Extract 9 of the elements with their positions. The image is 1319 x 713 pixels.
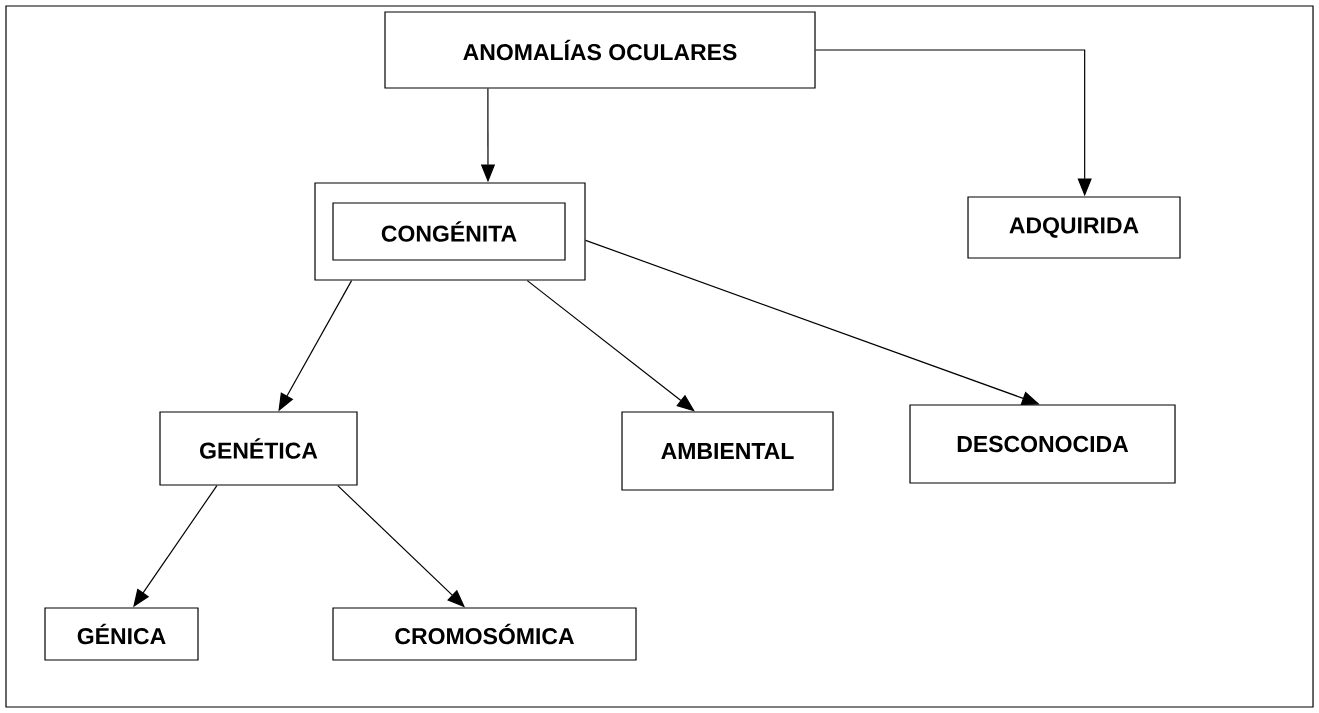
category-box: AMBIENTAL [621, 411, 834, 491]
category-box: CONGÉNITA [332, 202, 566, 261]
category-box: ANOMALÍAS OCULARES [384, 11, 816, 89]
category-box: GÉNICA [44, 607, 199, 661]
category-box: CROMOSÓMICA [332, 607, 637, 661]
category-box: GENÉTICA [159, 411, 358, 486]
category-box: DESCONOCIDA [909, 404, 1176, 484]
outer-box [314, 182, 586, 281]
category-box: ADQUIRIDA [967, 196, 1181, 259]
